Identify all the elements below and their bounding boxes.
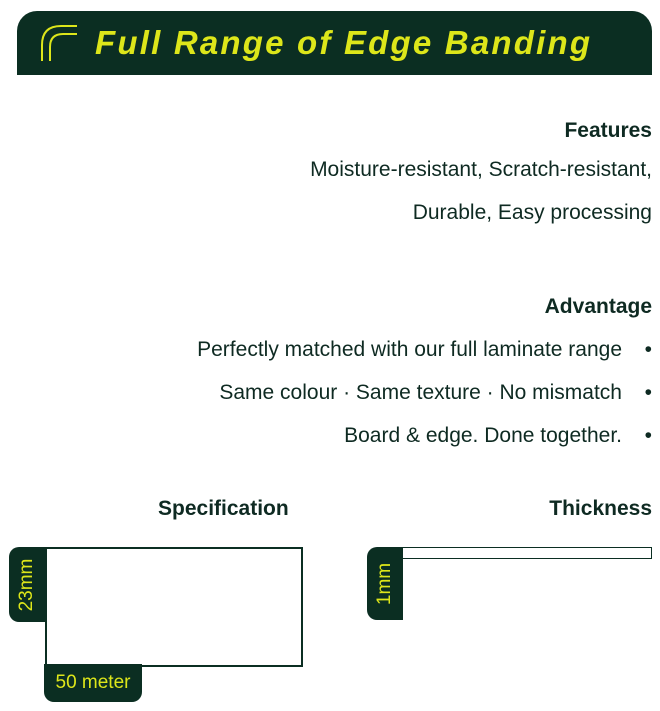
length-label: 50 meter	[44, 664, 142, 702]
thickness-heading: Thickness	[549, 497, 652, 520]
features-line-2: Durable, Easy processing	[412, 201, 652, 224]
advantage-item: Perfectly matched with our full laminate…	[197, 338, 652, 362]
advantage-heading: Advantage	[544, 295, 652, 318]
features-heading: Features	[564, 119, 652, 142]
edge-corner-icon	[41, 25, 77, 61]
bullet-icon: •	[644, 338, 652, 361]
advantage-item: Same colour · Same texture · No mismatch…	[219, 381, 652, 405]
specification-heading: Specification	[158, 497, 289, 520]
advantage-item: Board & edge. Done together. •	[344, 424, 652, 448]
features-line-1: Moisture-resistant, Scratch-resistant,	[310, 158, 652, 181]
thickness-diagram	[401, 547, 652, 559]
specification-diagram	[45, 547, 303, 667]
bullet-icon: •	[644, 381, 652, 404]
title-banner: Full Range of Edge Banding	[17, 11, 652, 75]
bullet-icon: •	[644, 424, 652, 447]
thickness-tab: 1mm	[367, 547, 403, 620]
height-tab: 23mm	[9, 547, 45, 622]
banner-title: Full Range of Edge Banding	[95, 24, 593, 61]
advantage-item-text: Board & edge. Done together.	[344, 424, 622, 447]
height-label: 23mm	[16, 558, 37, 611]
advantage-item-text: Same colour · Same texture · No mismatch	[219, 381, 622, 404]
advantage-item-text: Perfectly matched with our full laminate…	[197, 338, 622, 361]
thickness-label: 1mm	[374, 562, 395, 605]
